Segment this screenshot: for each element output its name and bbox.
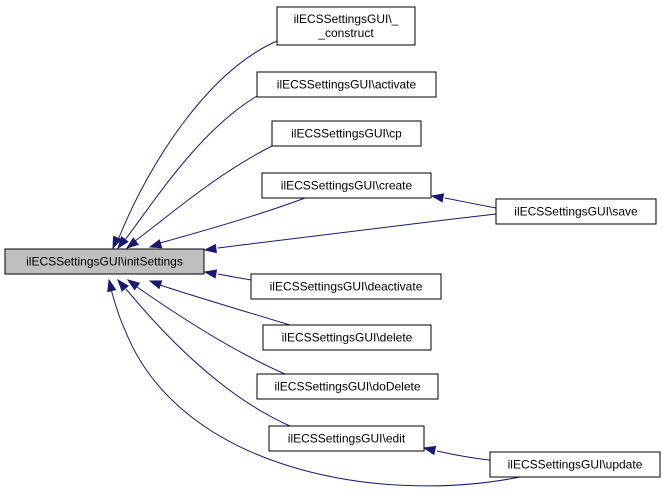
- node-initSettings[interactable]: ilECSSettingsGUI\initSettings: [4, 248, 205, 275]
- edge-edit-to-initSettings: [125, 288, 291, 427]
- edge-update-to-edit: [436, 450, 491, 461]
- edge-arrowhead: [422, 445, 437, 456]
- node-box: [256, 373, 439, 400]
- node-box: [256, 71, 437, 98]
- node-delete[interactable]: ilECSSettingsGUI\delete: [262, 324, 432, 351]
- edge-cp-to-initSettings: [134, 145, 273, 242]
- node-label: ilECSSettingsGUI\delete: [282, 331, 413, 345]
- node-activate[interactable]: ilECSSettingsGUI\activate: [256, 71, 437, 98]
- node-doDelete[interactable]: ilECSSettingsGUI\doDelete: [256, 373, 439, 400]
- node-label: ilECSSettingsGUI\create: [281, 179, 413, 193]
- node-construct[interactable]: ilECSSettingsGUI\__construct: [276, 6, 416, 46]
- edge-arrowhead: [203, 269, 218, 279]
- node-box: [271, 120, 422, 147]
- node-box: [276, 6, 416, 46]
- nodes-layer: ilECSSettingsGUI\initSettings ilECSSettin…: [4, 6, 661, 478]
- edge-construct-to-initSettings: [117, 40, 278, 241]
- edge-save-to-initSettings: [217, 213, 497, 249]
- node-label: ilECSSettingsGUI\cp: [291, 127, 402, 141]
- edge-update-to-initSettings: [110, 288, 521, 487]
- edge-arrowhead: [117, 236, 129, 250]
- node-box: [250, 273, 442, 300]
- edge-arrowhead: [203, 243, 218, 254]
- node-box: [261, 172, 432, 199]
- edge-arrowhead: [125, 237, 139, 249]
- node-save[interactable]: ilECSSettingsGUI\save: [495, 198, 657, 225]
- edge-arrowhead: [117, 278, 130, 292]
- node-label: ilECSSettingsGUI\initSettings: [26, 255, 183, 269]
- edge-arrowhead: [430, 193, 445, 203]
- edge-arrowhead: [126, 279, 141, 291]
- node-update[interactable]: ilECSSettingsGUI\update: [489, 451, 661, 478]
- node-label: _construct: [317, 26, 374, 40]
- node-create[interactable]: ilECSSettingsGUI\create: [261, 172, 432, 199]
- node-edit[interactable]: ilECSSettingsGUI\edit: [268, 425, 425, 452]
- node-box: [495, 198, 657, 225]
- node-label: ilECSSettingsGUI\doDelete: [274, 380, 420, 394]
- node-label: ilECSSettingsGUI\deactivate: [270, 280, 423, 294]
- edge-deactivate-to-initSettings: [217, 273, 252, 281]
- node-label: ilECSSettingsGUI\save: [514, 205, 638, 219]
- edge-arrowhead: [112, 235, 122, 250]
- node-deactivate[interactable]: ilECSSettingsGUI\deactivate: [250, 273, 442, 300]
- edge-arrowhead: [107, 278, 117, 293]
- node-label: ilECSSettingsGUI\edit: [288, 432, 406, 446]
- edges-layer: [107, 40, 521, 487]
- node-label: ilECSSettingsGUI\update: [508, 458, 643, 472]
- node-box: [268, 425, 425, 452]
- edge-arrowhead: [148, 280, 163, 290]
- node-box: [262, 324, 432, 351]
- node-box: [4, 248, 205, 275]
- node-label: ilECSSettingsGUI\activate: [277, 78, 417, 92]
- edge-delete-to-initSettings: [159, 284, 291, 326]
- edge-create-to-initSettings: [159, 197, 306, 244]
- node-cp[interactable]: ilECSSettingsGUI\cp: [271, 120, 422, 147]
- node-label: ilECSSettingsGUI\_: [294, 12, 399, 26]
- edge-activate-to-initSettings: [124, 95, 258, 241]
- edge-doDelete-to-initSettings: [136, 286, 286, 375]
- edge-save-to-create: [444, 197, 497, 209]
- edge-arrowhead: [148, 239, 163, 249]
- node-box: [489, 451, 661, 478]
